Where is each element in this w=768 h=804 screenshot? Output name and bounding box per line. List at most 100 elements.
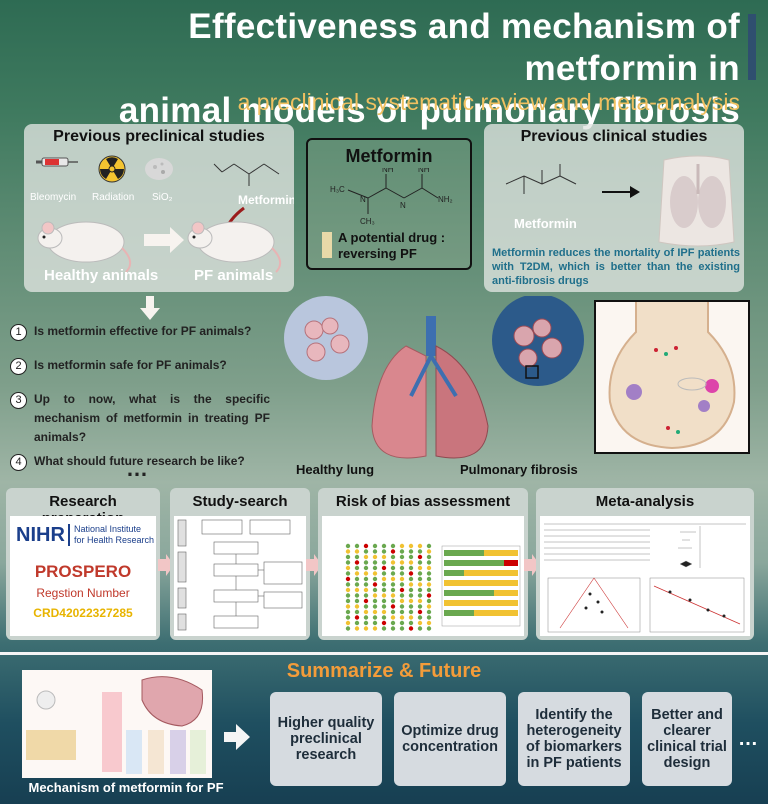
rob-dot [390, 560, 396, 565]
future-box-3: Identify the heterogeneity of biomarkers… [518, 692, 630, 786]
rob-dot [345, 549, 351, 554]
rob-dot [417, 560, 423, 565]
rob-dot [381, 587, 387, 593]
rob-dot [390, 576, 396, 582]
rob-dot [399, 576, 405, 582]
rob-dot [417, 604, 423, 609]
rob-dot [363, 576, 369, 582]
title-line-1: Effectiveness and mechanism of metformin… [188, 7, 740, 88]
rob-dot [390, 620, 396, 626]
rob-dot [408, 626, 414, 631]
rob-dot [381, 604, 387, 609]
rob-dot [408, 565, 414, 571]
rob-dot [354, 549, 360, 554]
question-text: Is metformin safe for PF animals? [34, 358, 227, 372]
rob-dot [354, 554, 360, 560]
rob-dot [390, 582, 396, 587]
syringe-icon [36, 157, 78, 167]
caption-line-2: reversing PF [338, 246, 417, 261]
question-item: 3 Up to now, what is the specific mechan… [8, 390, 278, 452]
rob-dot [381, 582, 387, 587]
preclinical-panel: Previous preclinical studies [24, 124, 294, 292]
rob-dot [354, 560, 360, 565]
forest-plot [544, 523, 746, 568]
svg-text:CH₃: CH₃ [360, 217, 375, 226]
rob-dot [345, 626, 351, 631]
rob-dot [408, 560, 414, 565]
rob-dot [372, 576, 378, 582]
study-search-heading: Study-search [192, 493, 288, 510]
question-text: What should future research be like? [34, 454, 245, 468]
rob-dot [345, 609, 351, 615]
inducer-radiation: Radiation [92, 192, 134, 203]
rob-dot [408, 615, 414, 620]
rob-dot [363, 560, 369, 565]
rob-dot [426, 543, 432, 549]
rob-dot [372, 571, 378, 576]
human-torso-icon [658, 155, 735, 247]
preclinical-heading: Previous preclinical studies [53, 128, 265, 145]
rob-dot [426, 615, 432, 620]
subtitle: a preclinical systematic review and meta… [237, 89, 740, 115]
rob-dot [426, 582, 432, 587]
question-text: Is metformin effective for PF animals? [34, 324, 252, 338]
rob-dot [363, 626, 369, 631]
rob-dot [390, 543, 396, 549]
question-item: 1 Is metformin effective for PF animals? [8, 322, 278, 356]
rob-dot [408, 604, 414, 609]
funnel-plot [547, 577, 641, 633]
meta-analysis-card: Meta-analysis [536, 488, 754, 640]
rob-dot [363, 582, 369, 587]
rob-dot [390, 554, 396, 560]
rob-dot [408, 554, 414, 560]
clinical-heading: Previous clinical studies [520, 128, 708, 145]
rob-dot [363, 549, 369, 554]
silica-powder-icon [145, 158, 173, 180]
rob-dot [390, 549, 396, 554]
rob-dot [345, 576, 351, 582]
down-arrow-icon [140, 296, 160, 320]
rob-dot [426, 576, 432, 582]
section-divider [0, 652, 768, 655]
rob-dot [399, 543, 405, 549]
rob-dot [345, 571, 351, 576]
healthy-mouse-icon [37, 221, 132, 273]
rob-dot [354, 587, 360, 593]
risk-of-bias-graphic [322, 516, 524, 636]
nihr-divider [68, 524, 70, 546]
registration-number: CRD42022327285 [33, 606, 133, 620]
rob-dot [363, 598, 369, 604]
rob-dot [390, 626, 396, 631]
rob-dot [363, 587, 369, 593]
metformin-heading: Metformin [345, 146, 433, 166]
svg-text:NH: NH [382, 168, 394, 174]
rob-dot [345, 593, 351, 598]
rob-dot [354, 626, 360, 631]
rob-dot [399, 598, 405, 604]
rob-dot [426, 604, 432, 609]
question-item: 4 What should future research be like? [8, 452, 278, 478]
rob-dot [399, 565, 405, 571]
rob-dot [372, 565, 378, 571]
risk-of-bias-heading: Risk of bias assessment [335, 493, 511, 510]
rob-dot [390, 587, 396, 593]
rob-dot [417, 593, 423, 598]
clinical-illustration: Metformin [505, 155, 735, 247]
rob-dot [363, 543, 369, 549]
rob-summary-bars [441, 545, 521, 627]
nihr-subtitle: National Institute for Health Research [74, 524, 154, 546]
meta-analysis-heading: Meta-analysis [595, 493, 695, 510]
metformin-structure-small [213, 163, 280, 186]
metformin-caption: A potential drug : reversing PF [338, 230, 445, 262]
rob-dot [417, 554, 423, 560]
rob-dot [363, 554, 369, 560]
pf-mouse-icon [187, 221, 282, 273]
rob-dot [408, 582, 414, 587]
svg-text:N: N [360, 195, 366, 204]
lungs-illustration: Healthy lung Pulmonary fibrosis [284, 296, 584, 477]
rob-dot [399, 560, 405, 565]
svg-text:N: N [400, 201, 406, 210]
mechanism-diagram [22, 670, 212, 778]
rob-dot [372, 598, 378, 604]
